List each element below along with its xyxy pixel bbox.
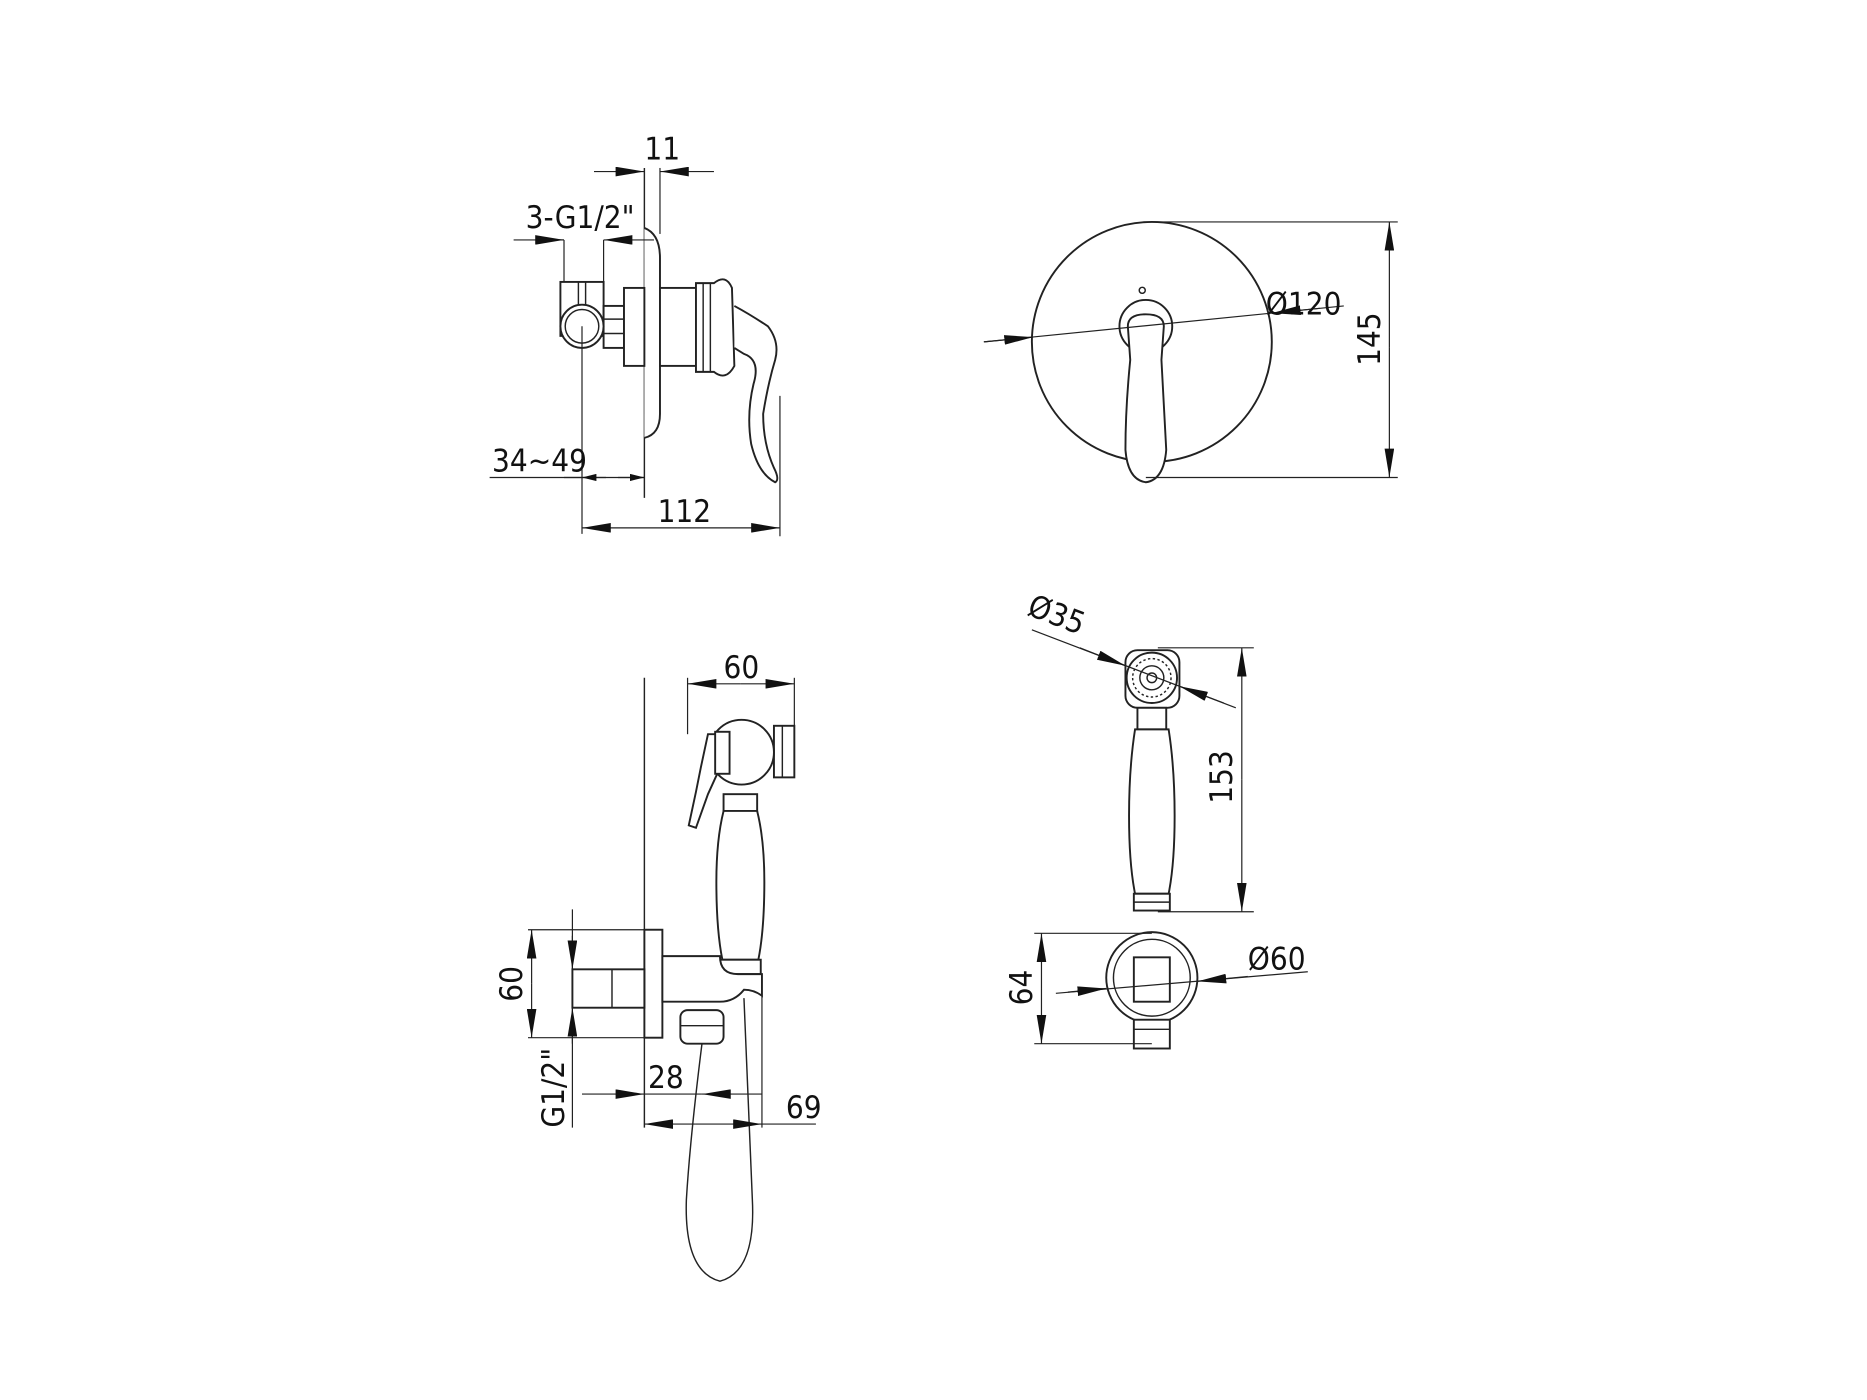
dim-height: 145 bbox=[1352, 312, 1388, 366]
front-view-sprayer: Ø35 153 Ø60 64 bbox=[1004, 588, 1308, 1050]
dim-head-width: 60 bbox=[724, 650, 760, 686]
dim-outlet-offset: 28 bbox=[648, 1060, 684, 1096]
side-view-mixer: 11 3-G1/2" 34~49 112 bbox=[489, 132, 781, 537]
dim-wall-plate: 11 bbox=[644, 132, 680, 168]
side-view-sprayer: 60 60 G1/2" 28 69 bbox=[494, 650, 822, 1282]
dim-outlets: 3-G1/2" bbox=[526, 200, 635, 236]
dim-plate-diameter: Ø120 bbox=[1266, 286, 1342, 322]
dim-thread: G1/2" bbox=[536, 1048, 572, 1128]
dim-head-diameter: Ø35 bbox=[1023, 588, 1090, 642]
dim-length: 153 bbox=[1204, 750, 1240, 804]
dim-bracket-height: 60 bbox=[494, 966, 530, 1002]
dim-bracket-height-front: 64 bbox=[1004, 970, 1040, 1006]
dim-depth-range: 34~49 bbox=[492, 443, 587, 479]
dim-total-depth: 112 bbox=[658, 494, 712, 530]
dim-projection: 69 bbox=[786, 1090, 822, 1126]
front-view-mixer: Ø120 145 bbox=[983, 220, 1398, 484]
dim-bracket-diameter: Ø60 bbox=[1248, 941, 1306, 977]
